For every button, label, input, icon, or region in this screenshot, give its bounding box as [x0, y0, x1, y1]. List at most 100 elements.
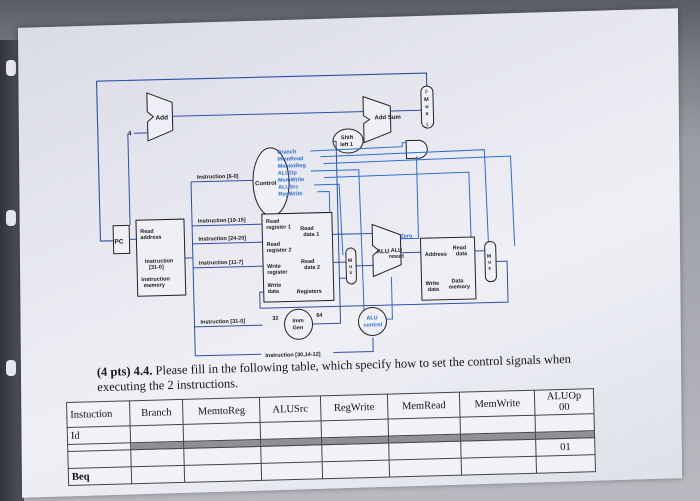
mux-top-label: M — [424, 97, 429, 103]
svg-text:x: x — [425, 111, 429, 117]
alu-control — [357, 306, 387, 336]
svg-text:data 2: data 2 — [304, 265, 320, 271]
row-label-beq: Beq — [68, 466, 132, 486]
register-file — [261, 211, 335, 303]
binder-hole — [6, 210, 16, 226]
adder-pc-plus-4 — [146, 92, 174, 142]
branch-and-gate — [405, 139, 428, 160]
mux-top-1: 1 — [426, 122, 429, 128]
alu-control-label: ALU — [366, 315, 377, 321]
write-data-mem-label: Write — [426, 281, 440, 287]
question-points: (4 pts) 4.4. — [96, 363, 153, 380]
adder-branch — [362, 95, 392, 144]
alu-result-label: ALU — [391, 248, 402, 254]
cell-id-memread[interactable] — [388, 417, 461, 437]
row-label-id: Id — [67, 425, 131, 445]
header-regwrite: RegWrite — [320, 394, 389, 421]
svg-text:memory: memory — [143, 283, 165, 290]
instr-6-0-label: Instruction [6-0] — [197, 174, 239, 181]
instruction-31-0-label: Instruction — [145, 258, 174, 265]
instr-24-20-label: Instruction [24-20] — [198, 236, 246, 243]
control-signal-table: Instuction Branch MemtoReg ALUSrc RegWri… — [66, 388, 597, 486]
binder-hole — [6, 360, 16, 376]
svg-text:M: M — [487, 254, 491, 260]
svg-text:u: u — [425, 104, 429, 110]
cell-id-alusrc[interactable] — [260, 420, 322, 440]
svg-text:data: data — [268, 289, 280, 295]
svg-text:ALUOp: ALUOp — [278, 170, 298, 176]
zero-label: Zero — [400, 233, 413, 239]
mux-pc-select — [420, 85, 435, 129]
svg-text:MemWrite: MemWrite — [278, 177, 304, 184]
bits-64-label: 64 — [316, 313, 323, 319]
cell-beq-branch[interactable] — [131, 465, 185, 484]
read-data-mem-label: Read — [453, 245, 467, 251]
read-data-2-label: Read — [301, 259, 315, 265]
aluop-id-value: 00 — [558, 401, 570, 414]
write-data-label: Write — [268, 283, 282, 289]
cell-id-aluop — [535, 413, 595, 433]
svg-text:register 2: register 2 — [267, 247, 292, 254]
header-branch: Branch — [129, 399, 184, 426]
alu — [371, 223, 402, 278]
svg-text:Branch: Branch — [277, 149, 297, 155]
cell-id-branch[interactable] — [130, 424, 184, 443]
svg-text:ALUSrc: ALUSrc — [278, 184, 298, 190]
read-register-1-label: Read — [266, 219, 280, 225]
cell-beq-regwrite[interactable] — [321, 460, 390, 479]
add-sum-label: Add Sum — [374, 115, 400, 122]
data-memory-label: Data — [451, 278, 464, 284]
bits-32-label: 32 — [272, 316, 278, 322]
svg-text:M: M — [348, 258, 352, 264]
instr-30-14-12-label: Instruction [30,14-12] — [265, 352, 321, 359]
svg-text:left 1: left 1 — [340, 142, 353, 148]
instr-31-0-bottom-label: Instruction [31-0] — [200, 319, 245, 326]
svg-text:MemRead: MemRead — [277, 156, 303, 163]
cell-beq-alusrc[interactable] — [261, 461, 323, 481]
header-instruction: Instuction — [66, 400, 131, 428]
svg-text:x: x — [349, 270, 352, 276]
svg-text:register 1: register 1 — [266, 224, 291, 231]
four-label: 4 — [128, 130, 132, 137]
add-top-label: Add — [155, 114, 168, 121]
pc-label: PC — [114, 239, 124, 246]
cell-id-memtoreg[interactable] — [183, 422, 261, 442]
mux-top-0: 0 — [425, 89, 428, 95]
header-memread: MemRead — [387, 392, 461, 420]
registers-label: Registers — [297, 289, 322, 296]
cell-beq-memwrite[interactable] — [461, 456, 537, 476]
shift-left-label: Shift — [341, 135, 354, 141]
svg-text:result: result — [389, 254, 404, 260]
svg-text:control: control — [364, 322, 383, 328]
svg-text:register: register — [267, 270, 288, 277]
alu-label: ALU — [377, 249, 389, 255]
cell-beq-aluop[interactable] — [536, 454, 596, 474]
svg-text:[31-0]: [31-0] — [149, 265, 164, 271]
address-label: Address — [425, 252, 447, 259]
svg-text:memory: memory — [449, 284, 471, 291]
cell-beq-memtoreg[interactable] — [184, 463, 262, 483]
binder-hole — [6, 60, 16, 76]
svg-text:MemtoReg: MemtoReg — [278, 163, 306, 170]
cell-beq-memread[interactable] — [389, 458, 462, 478]
cell-id-regwrite[interactable] — [320, 419, 389, 438]
svg-text:address: address — [140, 235, 161, 242]
svg-text:data: data — [456, 251, 468, 257]
control-label: Control — [255, 181, 277, 188]
instruction-memory — [135, 218, 187, 297]
instr-11-7-label: Instruction [11-7] — [199, 260, 244, 267]
svg-text:Gen: Gen — [293, 325, 304, 331]
aluop-beq-value: 01 — [535, 437, 596, 457]
svg-text:x: x — [488, 266, 491, 272]
read-data-1-label: Read — [300, 226, 314, 232]
imm-gen-label: Imm — [292, 318, 304, 324]
svg-text:u: u — [349, 264, 352, 270]
instr-19-15-label: Instruction [19-15] — [198, 218, 246, 225]
header-memtoreg: MemtoReg — [182, 397, 261, 425]
cell-id-memwrite[interactable] — [460, 415, 536, 435]
svg-text:data: data — [428, 287, 440, 293]
write-register-label: Write — [267, 264, 281, 270]
read-address-label: Read — [140, 229, 154, 235]
